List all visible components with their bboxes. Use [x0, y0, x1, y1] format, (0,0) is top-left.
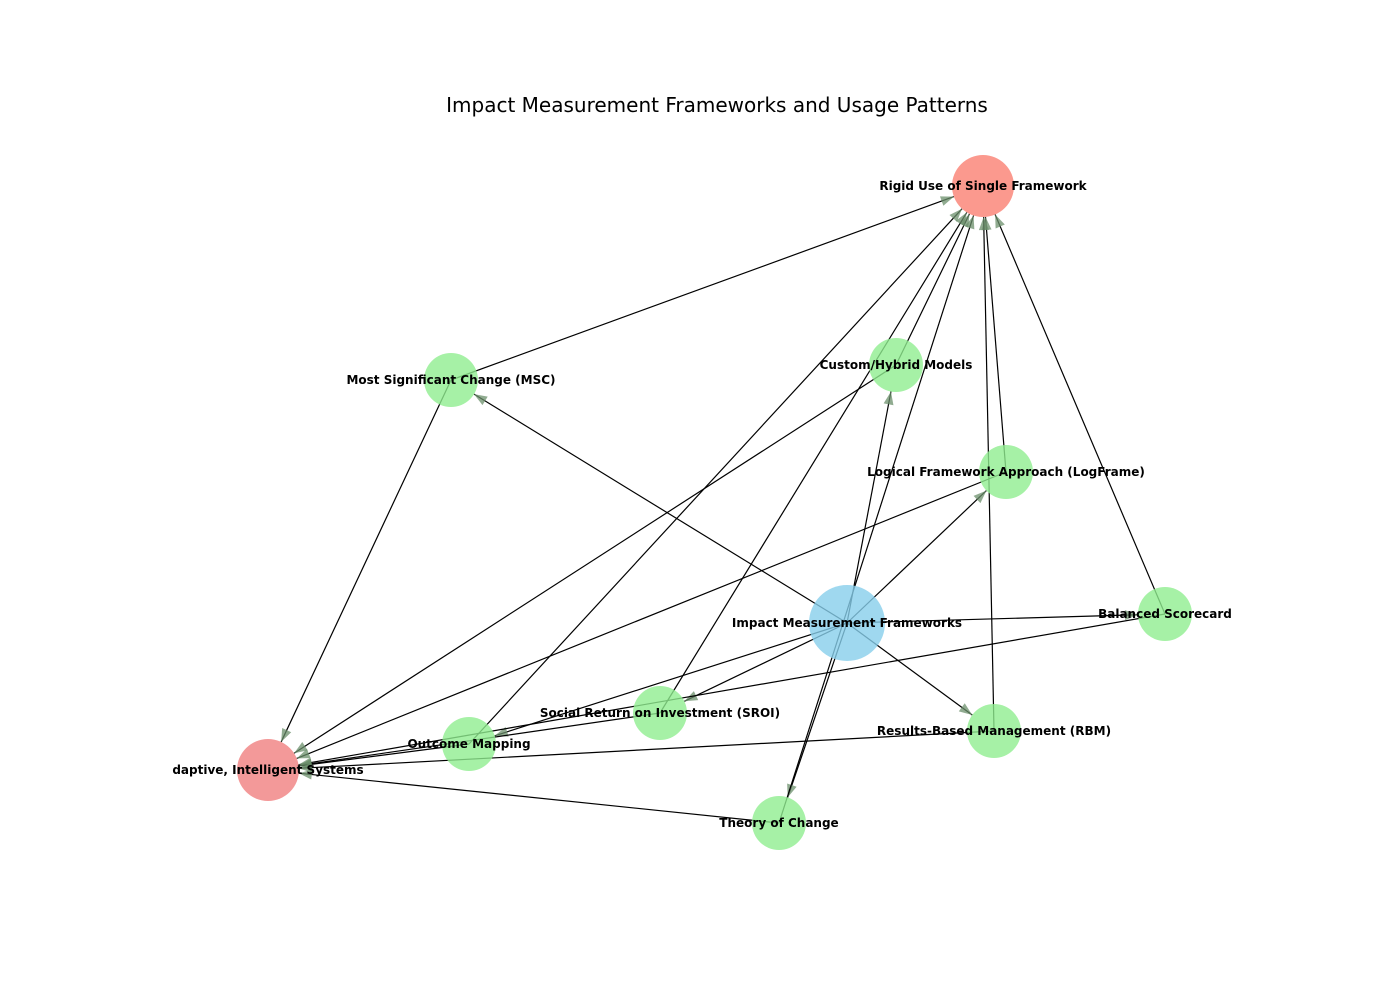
node-label-custom: Custom/Hybrid Models	[820, 358, 973, 372]
arrowhead-logframe-adaptive	[296, 748, 311, 759]
edge-custom-rigid	[895, 213, 970, 366]
edge-om-adaptive	[298, 743, 470, 767]
edge-logframe-rigid	[984, 216, 1007, 473]
node-label-msc: Most Significant Change (MSC)	[346, 373, 555, 387]
node-adaptive[interactable]	[237, 739, 299, 801]
node-label-center: Impact Measurement Frameworks	[732, 616, 962, 630]
arrowhead-sroi-rigid	[955, 212, 967, 227]
arrowhead-om-rigid	[949, 208, 962, 222]
node-rigid[interactable]	[952, 155, 1014, 217]
node-layer	[237, 155, 1192, 850]
arrowhead-rbm-adaptive	[298, 762, 313, 773]
edge-center-om	[494, 622, 848, 737]
edge-custom-adaptive	[293, 364, 897, 754]
node-custom[interactable]	[869, 338, 923, 392]
node-label-toc: Theory of Change	[719, 816, 838, 830]
node-center[interactable]	[809, 585, 885, 661]
arrowhead-custom-adaptive	[294, 741, 308, 754]
edge-msc-rigid	[450, 196, 955, 381]
edge-msc-adaptive	[280, 379, 452, 743]
node-label-bsc: Balanced Scorecard	[1098, 607, 1232, 621]
node-bsc[interactable]	[1138, 587, 1192, 641]
node-rbm[interactable]	[967, 704, 1021, 758]
arrowhead-center-om	[494, 727, 509, 737]
edge-center-custom	[846, 391, 892, 624]
arrowhead-bsc-rigid	[995, 214, 1005, 229]
edge-sroi-rigid	[659, 212, 968, 714]
node-om[interactable]	[442, 717, 496, 771]
edge-bsc-rigid	[994, 214, 1166, 615]
edge-center-bsc	[846, 614, 1139, 624]
diagram-title: Impact Measurement Frameworks and Usage …	[446, 93, 988, 117]
node-label-rigid: Rigid Use of Single Framework	[879, 179, 1087, 193]
edge-layer	[280, 196, 1166, 824]
edge-logframe-adaptive	[296, 471, 1007, 759]
edge-rbm-adaptive	[298, 730, 995, 769]
node-label-rbm: Results-Based Management (RBM)	[877, 724, 1111, 738]
node-label-om: Outcome Mapping	[407, 737, 530, 751]
arrowhead-toc-rigid	[964, 215, 975, 230]
node-label-adaptive: daptive, Intelligent Systems	[172, 763, 363, 777]
arrowhead-center-msc	[474, 394, 488, 406]
arrowhead-center-rbm	[958, 703, 973, 716]
node-label-sroi: Social Return on Investment (SROI)	[540, 706, 780, 720]
arrowhead-msc-rigid	[939, 196, 954, 206]
arrowhead-rbm-rigid	[978, 216, 989, 231]
label-layer: Impact Measurement Frameworks Rigid Use o…	[172, 179, 1232, 830]
node-label-logframe: Logical Framework Approach (LogFrame)	[867, 465, 1145, 479]
arrowhead-center-toc	[787, 783, 797, 798]
arrowhead-toc-adaptive	[298, 769, 313, 780]
node-sroi[interactable]	[633, 686, 687, 740]
arrowhead-center-custom	[883, 391, 894, 406]
node-msc[interactable]	[424, 353, 478, 407]
edge-toc-adaptive	[298, 772, 780, 824]
arrowhead-center-bsc	[1124, 610, 1139, 621]
edge-om-rigid	[468, 208, 963, 745]
edge-center-msc	[473, 393, 848, 624]
arrowhead-center-logframe	[973, 490, 987, 504]
node-toc[interactable]	[752, 796, 806, 850]
edge-toc-rigid	[778, 215, 975, 824]
arrowhead-msc-adaptive	[281, 728, 292, 742]
node-logframe[interactable]	[979, 445, 1033, 499]
